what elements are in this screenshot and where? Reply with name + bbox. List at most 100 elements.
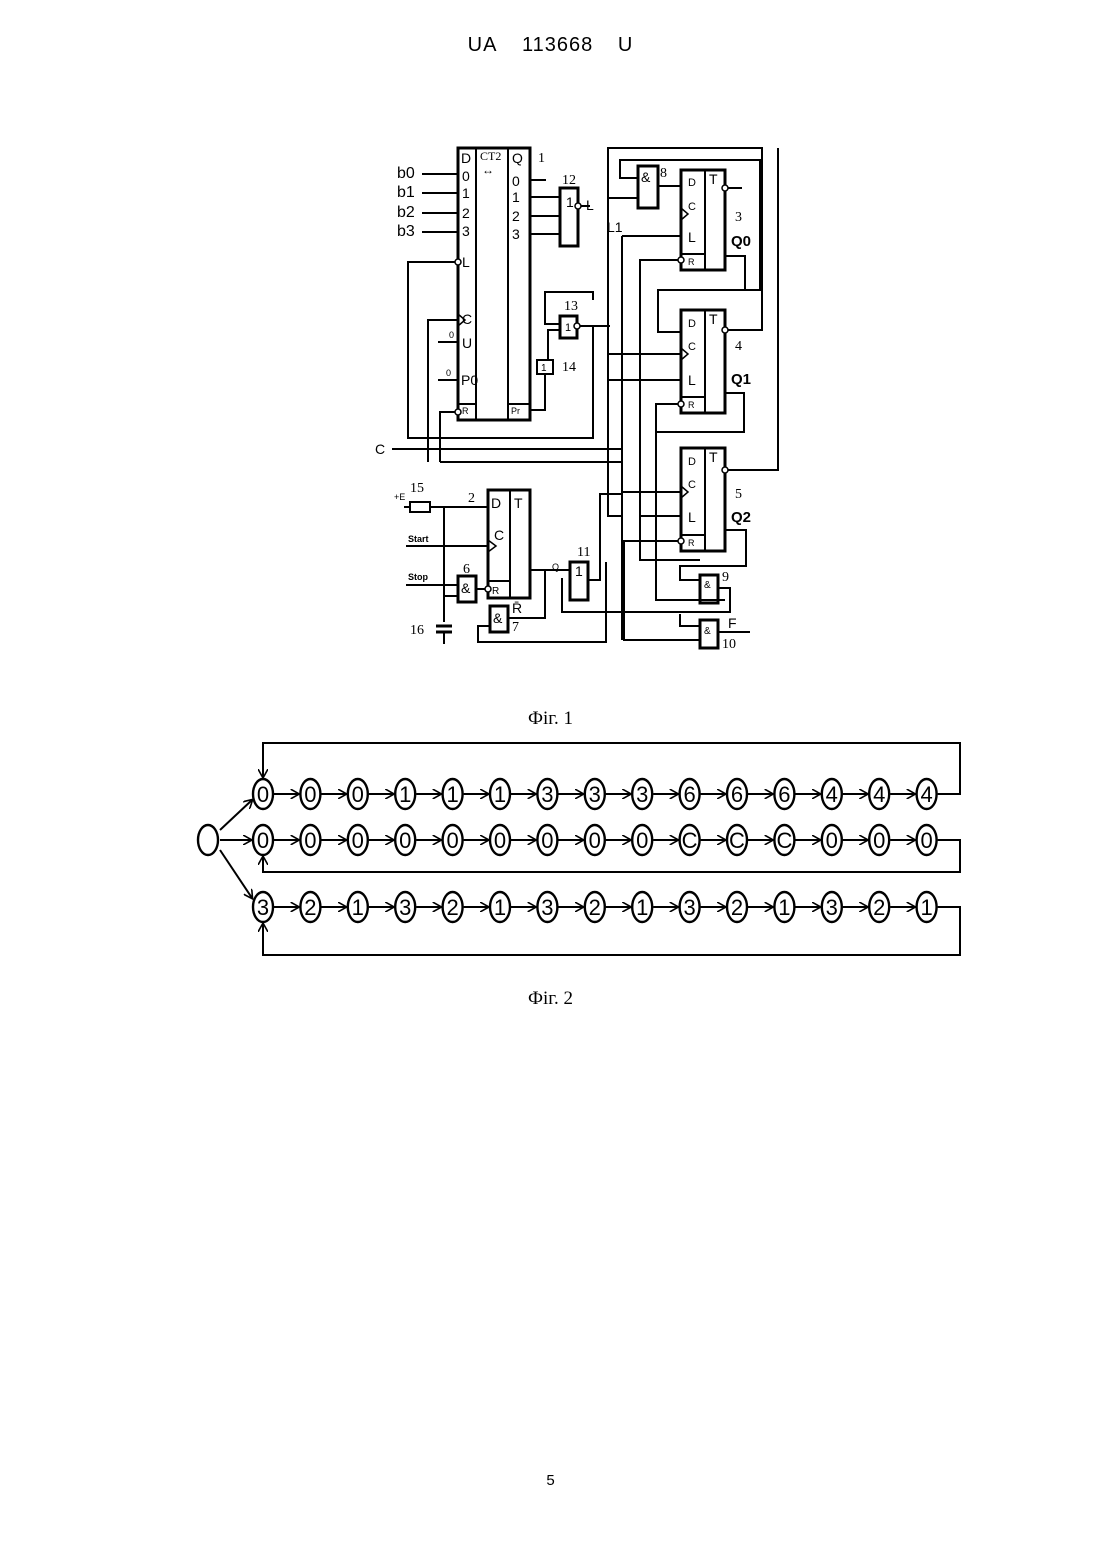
state-row3-node-11-label: 2	[731, 895, 743, 920]
signal-q-bar: R̄	[512, 600, 522, 616]
state-row3-node-7-label: 3	[541, 895, 553, 920]
state-row3-node-10: 3	[680, 892, 700, 922]
state-row3-node-8: 2	[585, 892, 605, 922]
loop-row1	[263, 743, 960, 794]
state-row1-node-9-label: 3	[636, 782, 648, 807]
ref-16: 16	[410, 623, 424, 638]
gate-14-label: 1	[541, 363, 547, 374]
state-row2-node-14: 0	[869, 825, 889, 855]
state-row1-node-15-label: 4	[920, 782, 932, 807]
state-row1-node-9: 3	[632, 779, 652, 809]
state-row2-node-6-label: 0	[494, 828, 506, 853]
state-row1-node-2-label: 0	[304, 782, 316, 807]
state-row3-node-12: 1	[774, 892, 794, 922]
register-u-zero: 0	[449, 330, 454, 340]
state-row1-node-15: 4	[917, 779, 937, 809]
state-row1-node-8-label: 3	[589, 782, 601, 807]
ref-15: 15	[410, 481, 424, 496]
state-row3-node-9: 1	[632, 892, 652, 922]
ref-14: 14	[562, 360, 576, 375]
state-row1-node-3-label: 0	[352, 782, 364, 807]
state-row2-node-13: 0	[822, 825, 842, 855]
state-row2-node-12-label: C	[776, 828, 792, 853]
state-row2-node-8: 0	[585, 825, 605, 855]
state-row1-node-6: 1	[490, 779, 510, 809]
loop-row2	[263, 840, 960, 872]
register-in-2: 2	[462, 205, 470, 221]
state-row1-node-12-label: 6	[778, 782, 790, 807]
state-row2-node-11-label: C	[729, 828, 745, 853]
state-row2-node-2-label: 0	[304, 828, 316, 853]
ff3-r-label: R	[688, 257, 695, 267]
state-row3-node-4-label: 3	[399, 895, 411, 920]
state-row2-node-5: 0	[443, 825, 463, 855]
input-b3: b3	[397, 223, 415, 240]
start-label: Start	[408, 534, 429, 544]
ff4-c-label: C	[688, 341, 696, 353]
state-row2-node-7: 0	[537, 825, 557, 855]
ref-10: 10	[722, 637, 736, 652]
ff2-r-label: R	[492, 586, 499, 597]
state-row2-node-15: 0	[917, 825, 937, 855]
state-row1-node-10: 6	[680, 779, 700, 809]
ff2-t-label: T	[514, 495, 523, 511]
state-row2-node-4-label: 0	[399, 828, 411, 853]
register-type: CT2	[480, 149, 501, 163]
signal-c: C	[375, 441, 385, 457]
state-row2-node-9: 0	[632, 825, 652, 855]
state-row2-node-12: C	[774, 825, 794, 855]
signal-l: L	[586, 197, 594, 213]
gate-7-label: &	[493, 610, 503, 626]
state-row3-node-7: 3	[537, 892, 557, 922]
state-row1-node-2: 0	[300, 779, 320, 809]
register-direction: ↔	[482, 163, 494, 177]
output-q1: Q1	[731, 371, 751, 388]
figure-1-caption: Фіг. 1	[0, 708, 1101, 730]
state-row3-node-1: 3	[253, 892, 273, 922]
ff5-d-label: D	[688, 456, 696, 468]
state-row1-node-14: 4	[869, 779, 889, 809]
state-row1-node-5: 1	[443, 779, 463, 809]
state-row1-node-3: 0	[348, 779, 368, 809]
ref-7: 7	[512, 620, 519, 635]
register-q-label: Q	[512, 150, 523, 166]
state-row3-node-13-label: 3	[826, 895, 838, 920]
state-row1-node-1-label: 0	[257, 782, 269, 807]
state-row2-node-2: 0	[300, 825, 320, 855]
state-row1-node-1: 0	[253, 779, 273, 809]
ff3-d-label: D	[688, 177, 696, 189]
state-row3-node-8-label: 2	[589, 895, 601, 920]
signal-l1: L1	[607, 219, 623, 235]
gate-8-label: &	[641, 169, 651, 185]
register-r-label: R	[462, 406, 469, 416]
state-row1-node-7: 3	[537, 779, 557, 809]
state-row3-node-15-label: 1	[920, 895, 932, 920]
register-out-3: 3	[512, 226, 520, 242]
ff3-t-label: T	[709, 171, 718, 187]
state-row3-node-9-label: 1	[636, 895, 648, 920]
figure-2-caption: Фіг. 2	[0, 988, 1101, 1010]
register-in-1: 1	[462, 185, 470, 201]
start-node	[198, 825, 218, 855]
state-row2-node-5-label: 0	[446, 828, 458, 853]
state-row2-node-6: 0	[490, 825, 510, 855]
state-row3-node-3: 1	[348, 892, 368, 922]
state-row1-node-11-label: 6	[731, 782, 743, 807]
ff5-c-label: C	[688, 479, 696, 491]
state-row3-node-14-label: 2	[873, 895, 885, 920]
gate-12-label: 1	[566, 194, 574, 210]
state-row1-node-7-label: 3	[541, 782, 553, 807]
state-row1-node-6-label: 1	[494, 782, 506, 807]
state-row1-node-8: 3	[585, 779, 605, 809]
ref-3: 3	[735, 210, 742, 225]
state-row1-node-14-label: 4	[873, 782, 885, 807]
register-pr-label: Pr	[511, 406, 520, 416]
state-row3-node-10-label: 3	[683, 895, 695, 920]
ff3-c-label: C	[688, 201, 696, 213]
signal-f: F	[728, 615, 737, 631]
state-row3-node-3-label: 1	[352, 895, 364, 920]
ref-13: 13	[564, 299, 578, 314]
state-row3-node-6: 1	[490, 892, 510, 922]
state-row3-node-13: 3	[822, 892, 842, 922]
register-out-1: 1	[512, 189, 520, 205]
